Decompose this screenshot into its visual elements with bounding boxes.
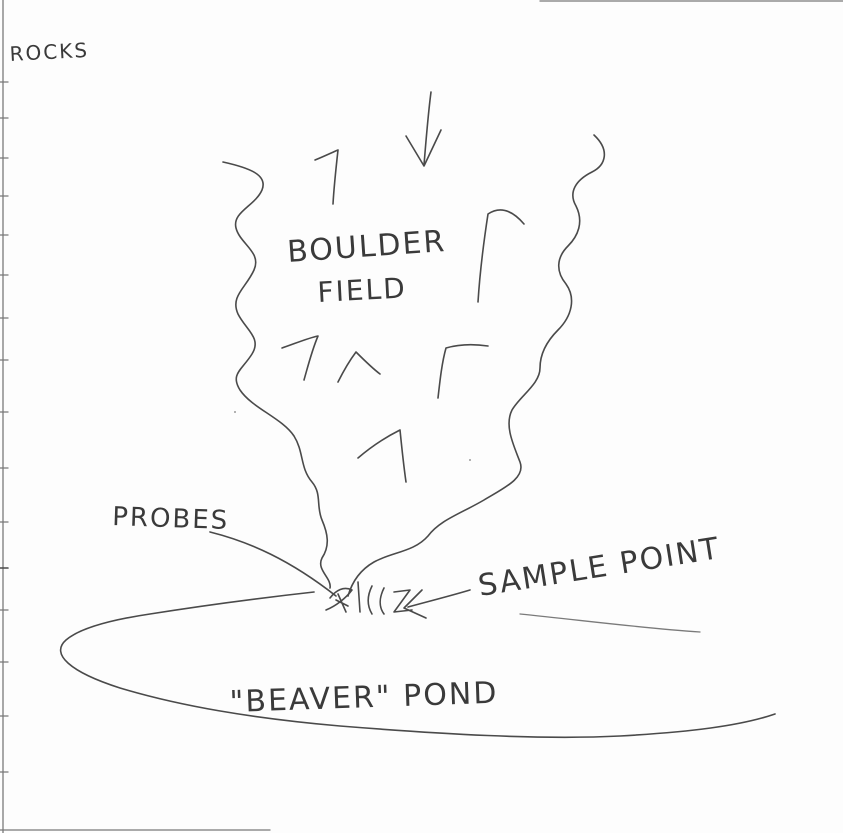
boulder-symbol	[358, 430, 406, 482]
boulder-symbol	[338, 352, 380, 382]
sample-point-arrow	[404, 590, 470, 618]
boulder-field-label-line1: BOULDER	[286, 224, 447, 270]
sample-point-marks	[326, 582, 412, 614]
boulder-field-right-boundary	[348, 135, 604, 596]
ink-speck	[234, 411, 236, 413]
rocks-label: ROCKS	[9, 38, 90, 66]
boulder-symbol	[282, 336, 318, 380]
boulder-symbol	[315, 150, 338, 204]
boulder-field-left-boundary	[223, 162, 330, 588]
down-arrow-icon	[406, 92, 441, 166]
boulder-symbol	[438, 345, 488, 398]
probes-label: PROBES	[112, 502, 230, 536]
pond-label: "BEAVER" POND	[229, 676, 499, 720]
probes-pointer	[210, 532, 336, 596]
boulder-field-label-line2: FIELD	[317, 271, 408, 309]
margin-ticks	[0, 82, 8, 772]
pond-shoreline	[520, 614, 700, 632]
boulder-symbol	[478, 210, 524, 302]
ink-speck	[469, 459, 471, 461]
sample-point-label: SAMPLE POINT	[476, 531, 723, 604]
